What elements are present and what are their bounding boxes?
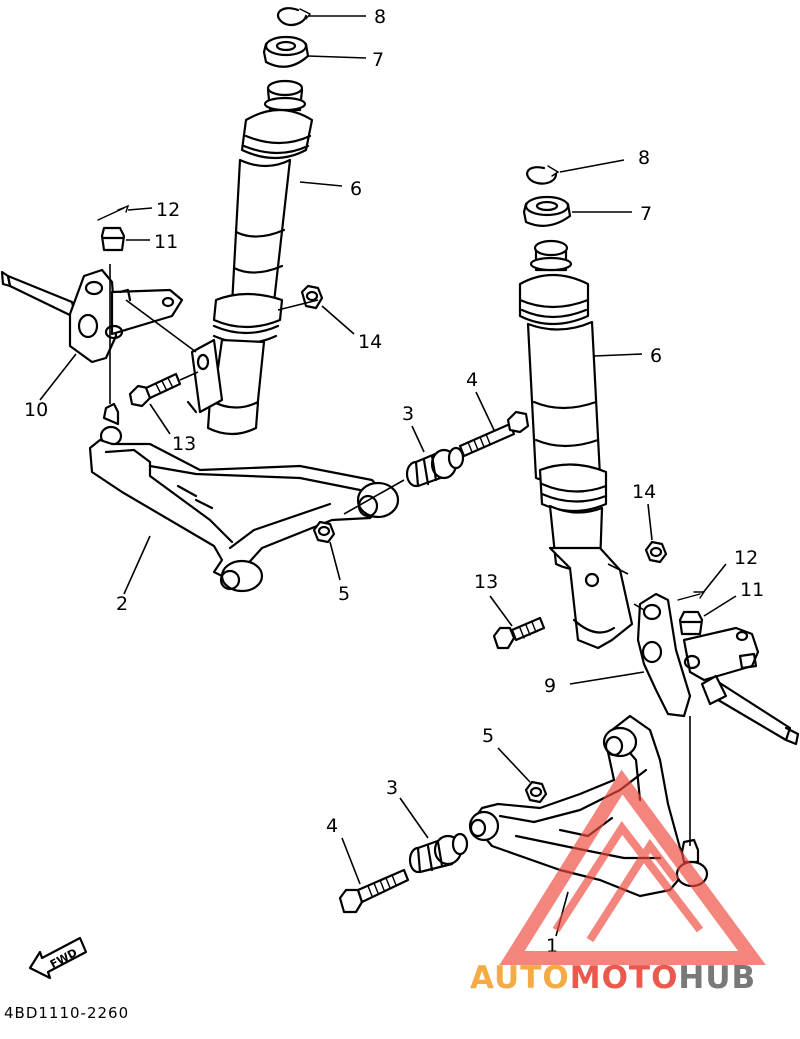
nut-part-14 [644,540,668,564]
diagram-code: 4BD1110-2260 [4,1004,129,1022]
nut-part-5 [524,780,548,804]
locknut-part-7 [522,195,572,227]
bolt-part-13 [492,616,546,650]
watermark-logo-icon [499,769,766,965]
callout-7: 7 [640,203,652,225]
callout-4: 4 [326,815,338,837]
callout-4: 4 [466,369,478,391]
ball-joint-left [99,402,123,447]
circlip-part-8 [526,165,560,185]
callout-11: 11 [154,231,178,253]
callout-3: 3 [402,403,414,425]
watermark-hub: HUB [678,960,756,996]
callout-12: 12 [156,199,180,221]
bolt-part-4 [458,410,530,458]
automotohub-watermark: AUTOMOTOHUB [470,769,766,996]
leader-lines-left [39,15,495,595]
callout-13: 13 [172,433,196,455]
callout-8: 8 [374,6,386,28]
callout-5: 5 [482,725,494,747]
callout-11: 11 [740,579,764,601]
cotter-pin-part-12 [677,591,706,601]
cotter-pin-part-12 [97,204,130,221]
callout-6: 6 [650,345,662,367]
bolt-part-4 [338,868,410,914]
shock-absorber-part-6 [518,239,634,650]
fwd-direction-arrow: FWD [28,936,88,980]
svg-text:AUTOMOTOHUB: AUTOMOTOHUB [470,960,756,996]
bushing-part-3 [405,446,465,488]
nut-part-5 [312,520,336,544]
circlip-part-8 [276,7,312,26]
steering-knuckle-part-10 [0,268,184,364]
callout-14: 14 [358,331,382,353]
callout-12: 12 [734,547,758,569]
lower-arm-part-1 [468,714,690,898]
bolt-part-13 [128,372,182,408]
watermark-moto: MOTO [570,960,679,996]
castle-nut-part-11 [678,610,704,636]
watermark-auto: AUTO [470,960,570,996]
callout-numbers: 8 7 6 12 11 14 10 13 2 5 3 4 8 7 6 14 12… [24,6,764,957]
leader-lines-right [341,159,737,937]
callout-3: 3 [386,777,398,799]
callout-13: 13 [474,571,498,593]
callout-2: 2 [116,593,128,615]
steering-knuckle-part-9 [636,592,800,746]
callout-8: 8 [638,147,650,169]
locknut-part-7 [262,35,310,68]
lower-arm-part-2 [88,438,400,593]
callout-10: 10 [24,399,48,421]
callout-5: 5 [338,583,350,605]
callout-6: 6 [350,178,362,200]
callout-14: 14 [632,481,656,503]
shock-absorber-part-6 [186,79,314,436]
left-front-suspension [0,7,530,595]
callout-7: 7 [372,49,384,71]
right-front-suspension [338,159,800,937]
callout-9: 9 [544,675,556,697]
nut-part-14 [300,284,324,310]
castle-nut-part-11 [100,226,126,252]
bushing-part-3 [408,832,469,874]
